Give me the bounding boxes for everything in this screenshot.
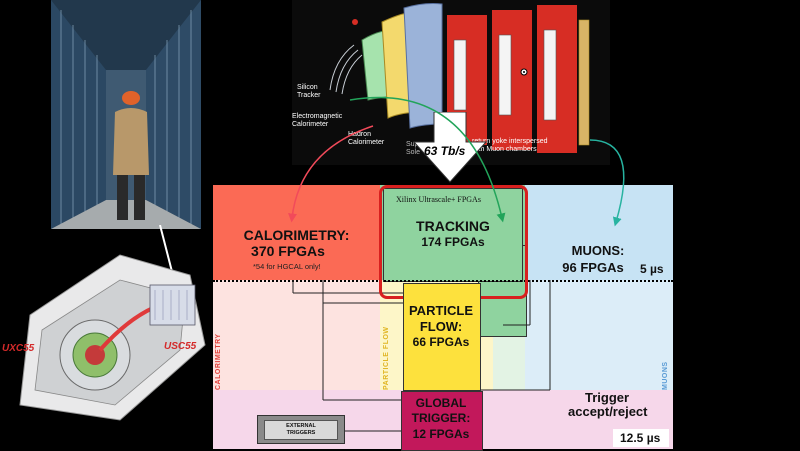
- usc-label: USC55: [164, 341, 197, 352]
- calorimetry-region: [213, 185, 380, 280]
- hcal-label: Hadron Calorimeter: [348, 131, 385, 146]
- muons-title: MUONS:: [571, 243, 625, 258]
- server-room-illustration: [51, 0, 201, 229]
- muons-count: 96 FPGAs: [562, 260, 624, 275]
- external-triggers-box: EXTERNAL TRIGGERS: [257, 415, 345, 444]
- solenoid-label: Supe Sole: [406, 141, 423, 156]
- muons-region: [525, 185, 673, 280]
- silicon-tracker-label: Silicon Tracker: [297, 84, 321, 99]
- calorimetry-note: *54 for HGCAL only!: [253, 262, 321, 271]
- global-trigger-box: [401, 391, 483, 451]
- external-triggers-label: EXTERNAL TRIGGERS: [286, 423, 316, 436]
- calorimetry-title: CALORIMETRY:: [243, 227, 350, 243]
- latency-total-label: 12.5 µs: [620, 431, 661, 445]
- fpga-vendor-label: Xilinx Ultrascale+ FPGAs: [396, 195, 481, 204]
- pf-line1: PARTICLE: [408, 303, 474, 318]
- data-flow-arrow: [410, 111, 490, 184]
- trigger-diagram: CALORIMETRY: 370 FPGAs *54 for HGCAL onl…: [213, 185, 673, 451]
- trigger-decision-line1: Trigger: [585, 390, 630, 405]
- gt-count: 12 FPGAs: [412, 427, 470, 441]
- gt-line1: GLOBAL: [415, 396, 467, 410]
- server-room-photo: [51, 0, 201, 229]
- particle-flow-box: [403, 283, 481, 391]
- calo-lower-region: [213, 280, 380, 390]
- latency-5us-label: 5 µs: [640, 262, 664, 276]
- gt-line2: TRIGGER:: [411, 411, 471, 425]
- external-triggers-inner: EXTERNAL TRIGGERS: [264, 420, 338, 440]
- pf-line2: FLOW:: [419, 319, 463, 334]
- connector-lines: [292, 280, 551, 432]
- pf-count: 66 FPGAs: [412, 335, 470, 349]
- data-rate-label: 63 Tb/s: [424, 144, 466, 158]
- tracking-title: TRACKING: [416, 218, 490, 234]
- cavern-illustration: UXC55 USC55: [0, 235, 215, 430]
- calorimetry-count: 370 FPGAs: [251, 243, 325, 259]
- latency-5us-line: [213, 280, 673, 282]
- latency-total-box: [613, 429, 669, 447]
- tracking-count: 174 FPGAs: [421, 235, 485, 249]
- ecal-label: Electromagnetic Calorimeter: [292, 113, 343, 128]
- uxc-label: UXC55: [2, 343, 35, 354]
- trigger-decision-line2: accept/reject: [568, 404, 648, 419]
- tracking-box: [383, 188, 523, 282]
